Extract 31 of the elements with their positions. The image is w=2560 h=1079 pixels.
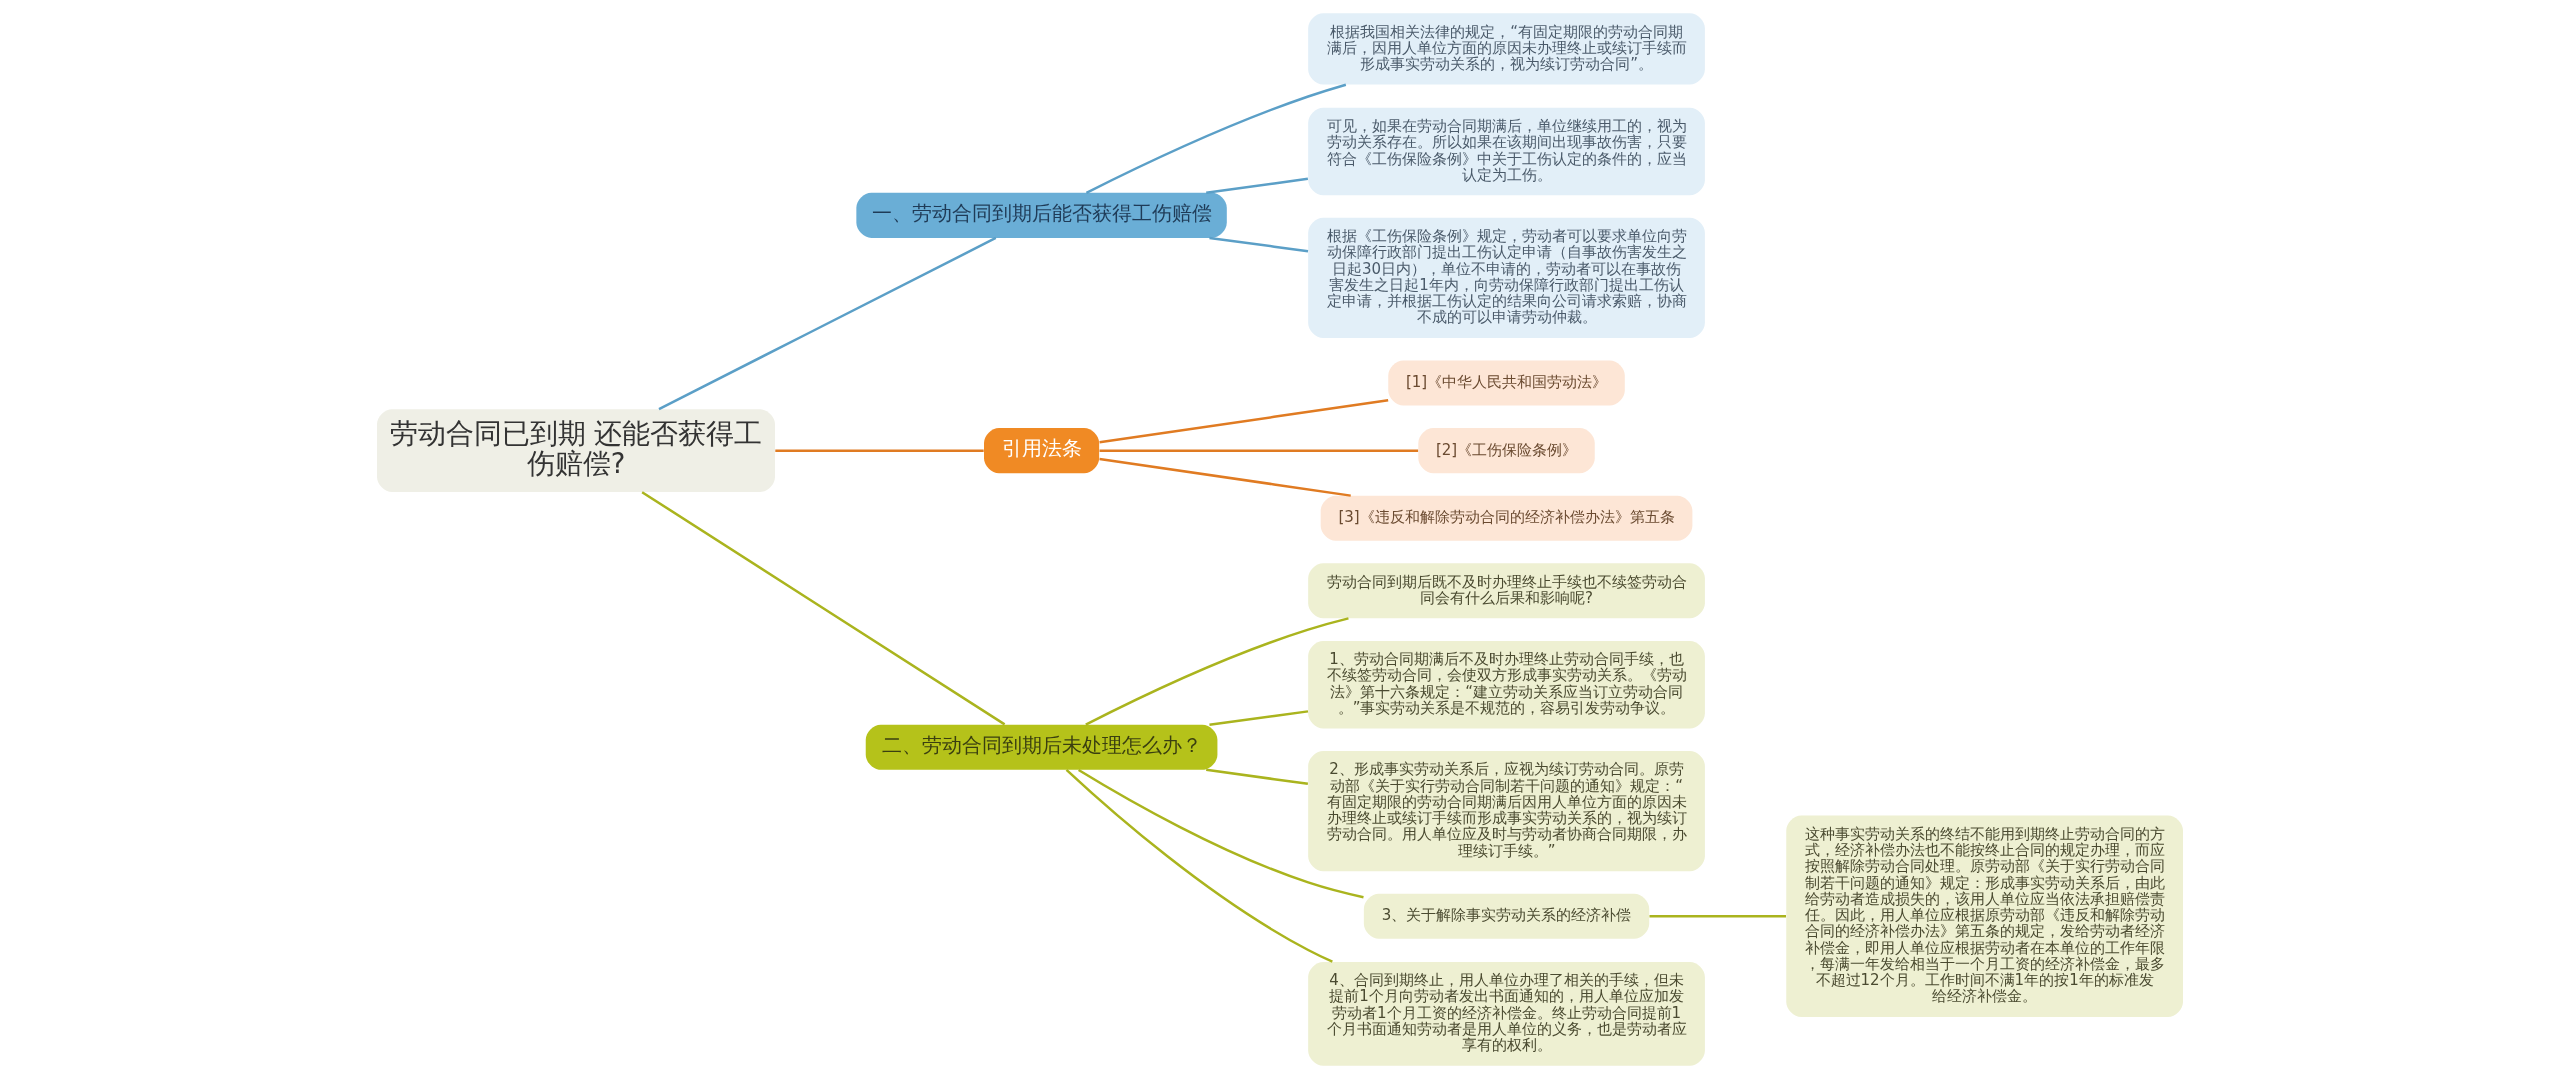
connector [1099,457,1351,497]
node-box: [2]《工伤保险条例》 [1418,428,1595,474]
node-box: 一、劳动合同到期后能否获得工伤赔偿 [856,192,1227,238]
connector [1099,449,1419,452]
connector [1085,617,1349,726]
node-box: 可见，如果在劳动合同期满后，单位继续用工的，视为劳动关系存在。所以如果在该期间出现事故伤害，只要符合《工伤保险条例》中关于工伤认定的条件的，应当认定为工伤。 [1308,107,1705,196]
connector [1209,236,1309,253]
connector [1649,914,1786,918]
node-box: 劳动合同到期后既不及时办理终止手续也不续签劳动合同会有什么后果和影响呢? [1308,563,1705,619]
node-box: 劳动合同已到期 还能否获得工伤赔偿? [377,409,775,492]
node-box: [3]《违反和解除劳动合同的经济补偿办法》第五条 [1320,495,1693,541]
node-box: 2、形成事实劳动关系后，应视为续订劳动合同。原劳动部《关于实行劳动合同制若干问题的通知》规定：“有固定期限的劳动合同期满后因用人单位方面的原因未办理终止或续订手续而形成事实劳动关系的，视为续订劳动合同。用人单位应及时与劳动者协商合同期限，办理续订手续。” [1308,751,1705,872]
connector [1206,768,1309,786]
connector [1099,398,1389,444]
node-box: 1、劳动合同期满后不及时办理终止劳动合同手续，也不续签劳动合同，会使双方形成事实劳动关系。《劳动法》第十六条规定：“建立劳动关系应当订立劳动合同。”事实劳动关系是不规范的，容易引发劳动争议。 [1308,640,1705,729]
node-box: 二、劳动合同到期后未处理怎么办？ [865,724,1218,770]
node-box: 3、关于解除事实劳动关系的经济补偿 [1363,893,1650,939]
node-box: 根据我国相关法律的规定，“有固定期限的劳动合同期满后，因用人单位方面的原因未办理终止或续订手续而形成事实劳动关系的，视为续订劳动合同”。 [1308,13,1705,85]
node-box: 这种事实劳动关系的终结不能用到期终止劳动合同的方式，经济补偿办法也不能按终止合同的规定办理，而应按照解除劳动合同处理。原劳动部《关于实行劳动合同制若干问题的通知》规定：形成事实劳动关系后，由此给劳动者造成损失的，该用人单位应当依法承担赔偿责任。因此，用人单位应根据原劳动部《违反和解除劳动合同的经济补偿办法》第五条的规定，发给劳动者经济补偿金，即用人单位应根据劳动者在本单位的工作年限，每满一年发给相当于一个月工资的经济补偿金，最多不超过12个月。工作时间不满1年的按1年的标准发给经济补偿金。 [1786,815,2183,1017]
node-box: [1]《中华人民共和国劳动法》 [1388,360,1625,406]
node-box: 4、合同到期终止，用人单位办理了相关的手续，但未提前1个月向劳动者发出书面通知的，用人单位应加发劳动者1个月工资的经济补偿金。终止劳动合同提前1个月书面通知劳动者是用人单位的义务，也是劳动者应享有的权利。 [1308,961,1705,1066]
connector [658,236,997,411]
connector [1078,768,1364,899]
connector [641,491,1006,726]
node-box: 根据《工伤保险条例》规定，劳动者可以要求单位向劳动保障行政部门提出工伤认定申请（自事故伤害发生之日起30日内），单位不申请的，劳动者可以在事故伤害发生之日起1年内，向劳动保障行政部门提出工伤认定申请，并根据工伤认定的结果向公司请求索赔，协商不成的可以申请劳动仲裁。 [1308,217,1705,338]
node-box: 引用法条 [984,428,1100,474]
connector [1065,768,1333,963]
connector [1206,177,1309,195]
connector [775,449,984,452]
connector [1085,83,1347,194]
connector [1209,710,1309,726]
